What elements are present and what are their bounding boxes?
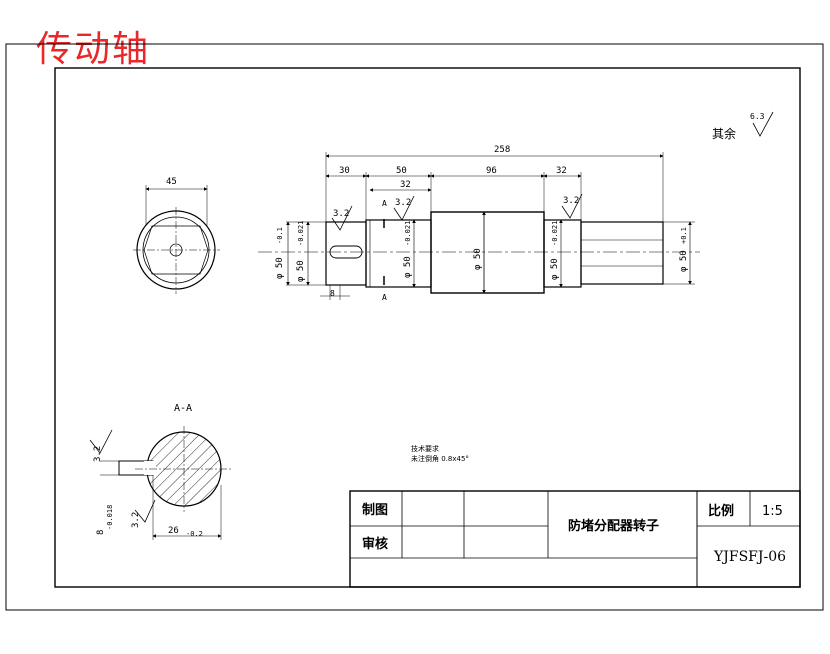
checked-by-label: 审核	[362, 536, 388, 552]
end-view: 45	[133, 177, 220, 294]
svg-text:-0.021: -0.021	[551, 221, 559, 246]
svg-text:8: 8	[96, 530, 106, 535]
svg-text:32: 32	[400, 180, 411, 190]
section-mark-bottom: A	[382, 293, 387, 302]
drawn-by-label: 制图	[362, 502, 388, 518]
svg-text:3.2: 3.2	[563, 196, 579, 206]
svg-text:6.3: 6.3	[750, 112, 765, 121]
inner-frame	[54, 67, 801, 588]
svg-text:φ 50: φ 50	[473, 248, 483, 270]
end-view-width-dim: 45	[166, 177, 177, 187]
svg-text:3.2: 3.2	[131, 512, 141, 528]
section-a-a: A-A 3.2 3.2 8 -0.018 26 -0.2	[89, 403, 232, 540]
svg-text:φ 50: φ 50	[679, 250, 689, 272]
svg-text:26: 26	[168, 526, 179, 536]
svg-text:3.2: 3.2	[93, 446, 103, 462]
key-width-dim: 8	[330, 289, 335, 298]
section-title: A-A	[174, 403, 192, 414]
svg-text:3.2: 3.2	[395, 198, 411, 208]
scale-value: 1:5	[762, 504, 783, 519]
svg-text:技术要求: 技术要求	[411, 444, 439, 453]
svg-text:其余: 其余	[712, 126, 736, 141]
svg-text:3.2: 3.2	[333, 209, 349, 219]
svg-text:30: 30	[339, 166, 350, 176]
svg-text:-0.1: -0.1	[276, 227, 284, 244]
svg-text:-0.021: -0.021	[297, 221, 305, 246]
svg-text:32: 32	[556, 166, 567, 176]
outer-frame	[5, 43, 824, 611]
technical-notes: 技术要求 未注倒角 0.8x45°	[411, 444, 469, 463]
svg-text:+0.1: +0.1	[680, 227, 688, 244]
section-mark-top: A	[382, 199, 387, 208]
svg-text:-0.018: -0.018	[106, 505, 114, 530]
svg-text:50: 50	[396, 166, 407, 176]
svg-text:-0.2: -0.2	[186, 530, 203, 538]
overall-length-dim: 258	[494, 145, 510, 155]
svg-text:φ 50: φ 50	[550, 258, 560, 280]
title-block: 制图 审核 防堵分配器转子 比例 1:5 YJFSFJ-06	[349, 490, 801, 588]
svg-text:-0.021: -0.021	[404, 221, 412, 246]
drawing-title: 传动轴	[36, 29, 151, 70]
roughness-default: 其余 6.3	[712, 111, 774, 141]
svg-text:φ 50: φ 50	[275, 257, 285, 279]
svg-text:96: 96	[486, 166, 497, 176]
svg-text:φ 50: φ 50	[403, 256, 413, 278]
svg-text:φ 50: φ 50	[296, 260, 306, 282]
drawing-number: YJFSFJ-06	[713, 549, 786, 565]
shaft-front-view: A A 258 30 50 32 96 32 8 3.2 3.2 3.2	[258, 145, 700, 302]
svg-text:未注倒角 0.8x45°: 未注倒角 0.8x45°	[411, 454, 469, 463]
scale-label: 比例	[708, 503, 734, 519]
part-name: 防堵分配器转子	[568, 518, 659, 534]
